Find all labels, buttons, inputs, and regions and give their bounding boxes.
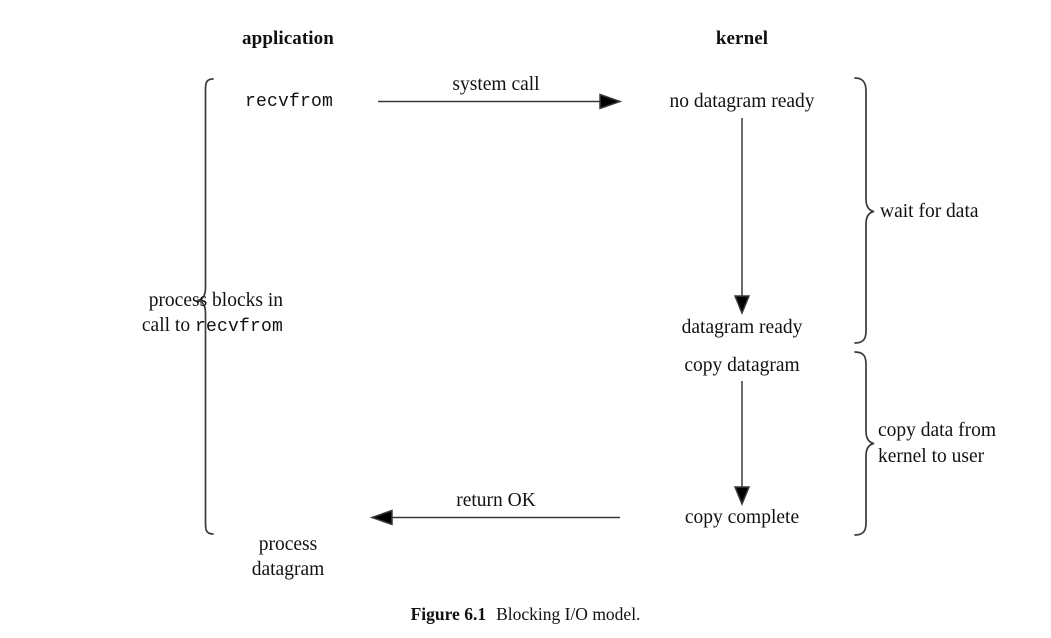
brace-label-copy-data-line1: copy data from bbox=[878, 420, 997, 441]
arrow-return-ok bbox=[369, 509, 620, 526]
node-process-datagram: process datagram bbox=[252, 532, 325, 582]
node-process-datagram-line2: datagram bbox=[251, 559, 325, 580]
right-brace-wait-for-data bbox=[854, 77, 875, 344]
brace-label-copy-data-line2: kernel to user bbox=[878, 446, 985, 467]
label-process-blocks: process blocks in call to recvfrom bbox=[103, 288, 283, 340]
arrow-label-system-call: system call bbox=[452, 74, 540, 95]
label-process-blocks-line1: process blocks in bbox=[148, 290, 283, 311]
figure-caption-text: Blocking I/O model. bbox=[496, 604, 641, 624]
arrow-wait-downward bbox=[733, 118, 751, 315]
node-copy-complete: copy complete bbox=[684, 507, 800, 528]
arrow-copy-downward bbox=[733, 381, 751, 506]
label-call-to: call to bbox=[141, 315, 195, 336]
column-header-application: application bbox=[242, 28, 334, 49]
column-header-kernel: kernel bbox=[715, 28, 769, 49]
right-brace-copy-data bbox=[854, 351, 875, 536]
node-recvfrom-call: recvfrom bbox=[244, 92, 334, 112]
brace-label-copy-data: copy data from kernel to user bbox=[878, 418, 996, 470]
node-datagram-ready: datagram ready bbox=[681, 317, 803, 338]
arrow-label-return-ok: return OK bbox=[456, 490, 536, 511]
label-recvfrom-mono: recvfrom bbox=[194, 317, 283, 337]
label-process-blocks-line2: call to recvfrom bbox=[103, 313, 283, 340]
brace-label-wait-for-data: wait for data bbox=[880, 201, 979, 222]
node-copy-datagram: copy datagram bbox=[684, 355, 800, 376]
figure-caption: Figure 6.1 Blocking I/O model. bbox=[0, 604, 1051, 625]
node-process-datagram-line1: process bbox=[258, 534, 318, 555]
figure-caption-label: Figure 6.1 bbox=[410, 604, 487, 624]
arrow-system-call bbox=[378, 93, 623, 110]
node-no-datagram-ready: no datagram ready bbox=[669, 91, 815, 112]
